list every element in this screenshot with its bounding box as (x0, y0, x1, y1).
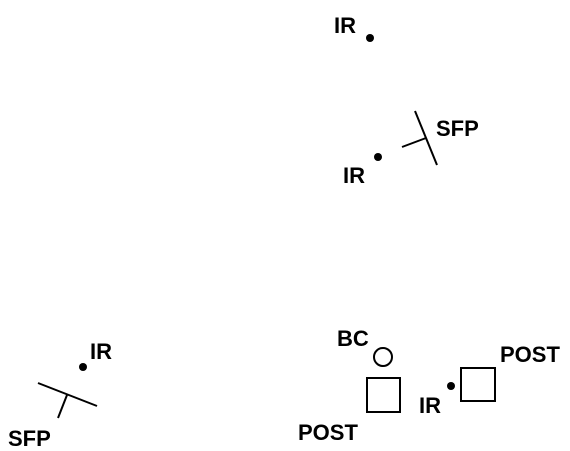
ir-point-top: IR (334, 13, 374, 42)
sfp-symbol-mid: SFP (401, 110, 479, 166)
ir-label: IR (419, 393, 441, 418)
ir-point-right: IR (419, 382, 455, 418)
post-square (366, 377, 401, 413)
sfp-tick (401, 137, 427, 148)
ir-point-mid: IR (343, 153, 382, 188)
sfp-symbol-left: SFP (8, 382, 98, 451)
post-symbol-right: POST (460, 342, 560, 402)
ir-dot (366, 34, 374, 42)
sfp-tick (57, 394, 68, 419)
ir-label: IR (90, 339, 112, 364)
ir-dot (374, 153, 382, 161)
bc-symbol: BC (337, 326, 393, 367)
ir-label: IR (334, 13, 356, 38)
ir-label: IR (343, 163, 365, 188)
post-label: POST (298, 420, 358, 445)
sfp-label: SFP (436, 116, 479, 141)
ir-point-left: IR (79, 339, 112, 371)
sfp-bar (37, 382, 98, 407)
bc-label: BC (337, 326, 369, 351)
ir-dot (79, 363, 87, 371)
post-symbol-left: POST (298, 377, 401, 445)
sfp-label: SFP (8, 426, 51, 451)
post-label: POST (500, 342, 560, 367)
ir-dot (447, 382, 455, 390)
post-square (460, 367, 496, 402)
bc-circle (373, 347, 393, 367)
